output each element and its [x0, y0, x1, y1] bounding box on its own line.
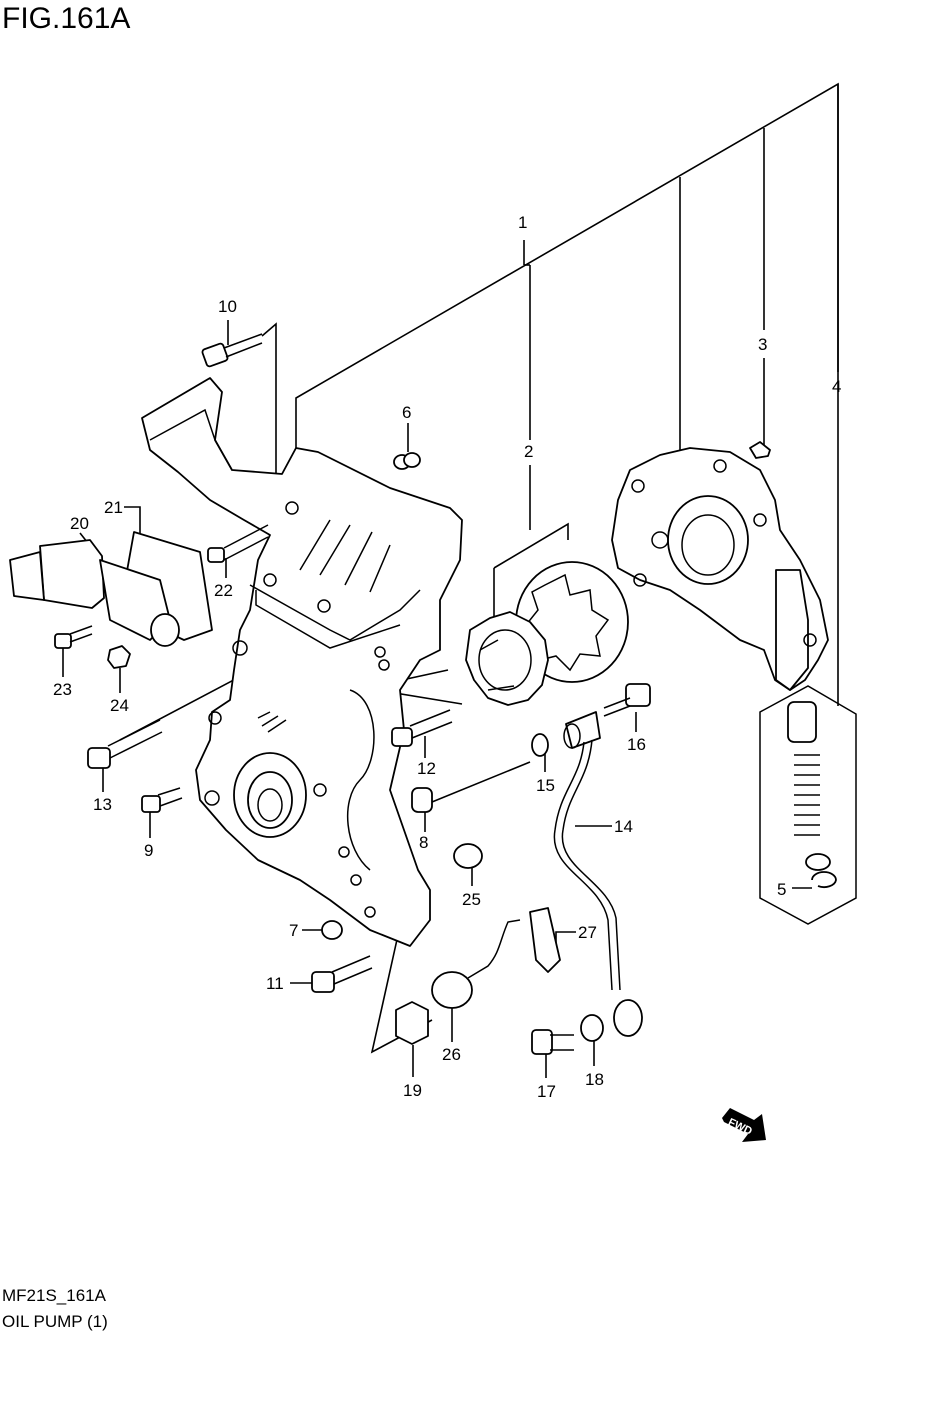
- callout-15: 15: [536, 776, 555, 795]
- oil-pump-rotor-set: [465, 561, 629, 706]
- oil-pressure-switch-and-sensor: [395, 907, 561, 1045]
- callout-24: 24: [110, 696, 129, 715]
- callout-1: 1: [518, 213, 527, 232]
- figure-title: FIG.161A: [2, 2, 131, 35]
- relief-valve-parts: [787, 701, 837, 888]
- callout-10: 10: [218, 297, 237, 316]
- callout-5: 5: [777, 880, 786, 899]
- callout-20: 20: [70, 514, 89, 533]
- callout-labels: 1 2 3 4 5 6 7 8 9 10 11 12 13 14 15 16 1…: [53, 213, 841, 1101]
- callout-17: 17: [537, 1082, 556, 1101]
- oil-pipe: [553, 711, 643, 1037]
- callout-2: 2: [524, 442, 533, 461]
- oil-control-valve: [9, 531, 213, 647]
- callout-8: 8: [419, 833, 428, 852]
- callout-19: 19: [403, 1081, 422, 1100]
- relief-valve-kit-frame: [759, 685, 857, 925]
- callout-4: 4: [832, 377, 841, 396]
- callout-11: 11: [266, 974, 284, 993]
- bolts: [54, 333, 771, 1055]
- callout-6: 6: [402, 403, 411, 422]
- callout-18: 18: [585, 1070, 604, 1089]
- callout-13: 13: [93, 795, 112, 814]
- callout-16: 16: [627, 735, 646, 754]
- callout-14: 14: [614, 817, 633, 836]
- diagram-name: OIL PUMP (1): [2, 1312, 108, 1331]
- fwd-direction-indicator: FWD: [722, 1108, 766, 1142]
- callout-26: 26: [442, 1045, 461, 1064]
- callout-22: 22: [214, 581, 233, 600]
- diagram-code: MF21S_161A: [2, 1286, 106, 1305]
- callout-3: 3: [758, 335, 767, 354]
- callout-21: 21: [104, 498, 123, 517]
- callout-25: 25: [462, 890, 481, 909]
- timing-chain-cover: [141, 377, 463, 947]
- callout-23: 23: [53, 680, 72, 699]
- callout-12: 12: [417, 759, 436, 778]
- callout-9: 9: [144, 841, 153, 860]
- callout-7: 7: [289, 921, 298, 940]
- callout-27: 27: [578, 923, 597, 942]
- oil-pump-cover: [611, 447, 829, 691]
